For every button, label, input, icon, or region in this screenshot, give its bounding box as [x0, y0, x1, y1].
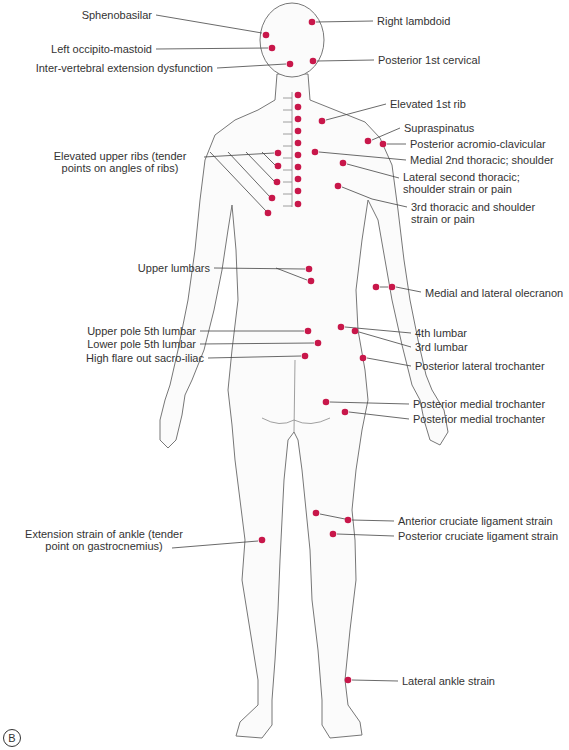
- head-outline: [260, 3, 324, 77]
- tender-point-label: Lateral ankle strain: [402, 675, 495, 687]
- tender-point-label: Lower pole 5th lumbar: [87, 338, 196, 350]
- tender-point-label: Upper pole 5th lumbar: [87, 325, 196, 337]
- tender-points: [259, 19, 396, 684]
- tender-point-label: Right lambdoid: [377, 15, 450, 27]
- tender-point-label: Elevated 1st rib: [390, 98, 466, 110]
- tender-point-label: Posterior acromio-clavicular: [410, 138, 546, 150]
- tender-point-label: Posterior cruciate ligament strain: [398, 530, 558, 542]
- tender-point-label: 4th lumbar: [415, 327, 467, 339]
- tender-point-label: Posterior 1st cervical: [378, 54, 480, 66]
- tender-point-label: Left occipito-mastoid: [51, 43, 152, 55]
- spine-ladder: [283, 92, 292, 207]
- figure-letter: B: [3, 729, 21, 747]
- tender-point-label: High flare out sacro-iliac: [86, 352, 204, 364]
- tender-point-label: Posterior lateral trochanter: [415, 360, 545, 372]
- tender-point-label: Posterior medial trochanter: [413, 398, 545, 410]
- tender-point-label: Supraspinatus: [404, 122, 474, 134]
- tender-point-label: Inter-vertebral extension dysfunction: [36, 62, 213, 74]
- tender-point-label: Upper lumbars: [138, 262, 210, 274]
- tender-point-label: Extension strain of ankle (tender point …: [20, 528, 188, 552]
- tender-point-label: Elevated upper ribs (tender points on an…: [40, 150, 200, 174]
- tender-point-label: Lateral second thoracic; shoulder strain…: [403, 171, 564, 195]
- tender-point-label: Medial and lateral olecranon: [425, 287, 563, 299]
- buttock-line: [262, 360, 330, 432]
- tender-point-label: 3rd thoracic and shoulder strain or pain: [411, 201, 564, 225]
- tender-point-label: 3rd lumbar: [415, 341, 468, 353]
- tender-point-label: Anterior cruciate ligament strain: [398, 515, 553, 527]
- tender-point-label: Sphenobasilar: [82, 9, 152, 21]
- tender-point-label: Posterior medial trochanter: [413, 413, 545, 425]
- tender-point-label: Medial 2nd thoracic; shoulder: [410, 154, 554, 166]
